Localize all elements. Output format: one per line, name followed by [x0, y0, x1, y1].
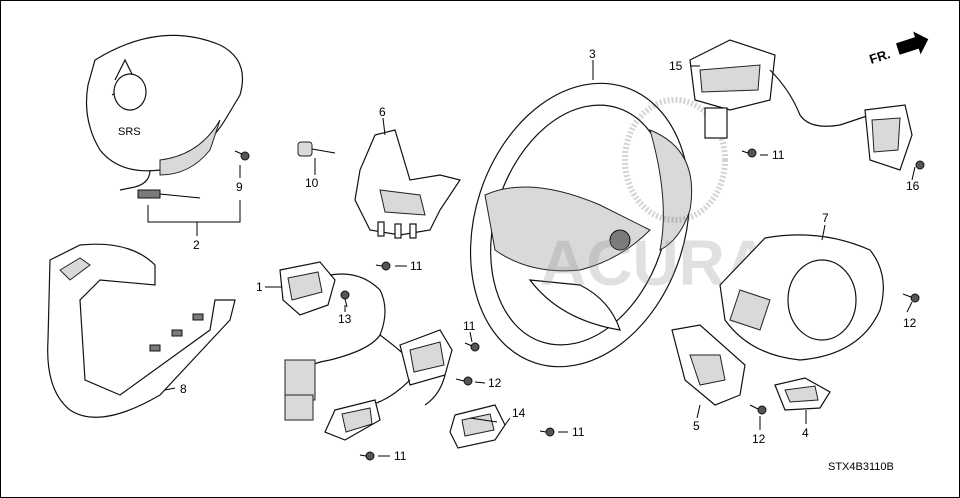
- cruise-switch-assembly: [689, 39, 913, 171]
- steering-garnish: [47, 243, 236, 418]
- callout-7: 7: [822, 211, 829, 225]
- callout-13: 13: [338, 312, 352, 326]
- callout-3: 3: [589, 47, 596, 61]
- bracket-assembly: [354, 129, 461, 239]
- audio-switch-assembly: [279, 261, 411, 421]
- callout-1: 1: [256, 280, 263, 294]
- callout-11-c: 11: [572, 425, 585, 439]
- airbag-module: SRS: [85, 34, 244, 199]
- cover-4: [774, 377, 831, 411]
- callout-11-d: 11: [394, 449, 407, 463]
- airbag-badge-text: SRS: [118, 126, 141, 138]
- callout-12-c: 12: [752, 432, 766, 446]
- callout-16: 16: [906, 179, 920, 193]
- front-label: FR.: [867, 46, 892, 67]
- callout-4: 4: [802, 426, 809, 440]
- front-arrow-icon: [895, 31, 929, 55]
- callout-11-a: 11: [410, 259, 423, 273]
- harness-connectors: [324, 329, 453, 441]
- callout-5: 5: [693, 419, 700, 433]
- diagram-code: STX4B3110B: [828, 461, 894, 473]
- callout-9: 9: [236, 180, 243, 194]
- callout-10: 10: [305, 176, 319, 190]
- callout-11-b: 11: [463, 319, 476, 333]
- callout-15: 15: [669, 59, 683, 73]
- paddle-switch-14: [449, 404, 506, 449]
- callout-8: 8: [180, 382, 187, 396]
- fastener-bolts: [234, 148, 925, 461]
- callout-6: 6: [379, 105, 386, 119]
- steering-column-cover: [719, 234, 884, 361]
- callout-12-b: 12: [903, 316, 917, 330]
- front-direction-indicator: FR.: [867, 31, 929, 67]
- leader-lines: [147, 60, 916, 457]
- callout-2: 2: [193, 238, 200, 252]
- bolt-10: [297, 141, 336, 157]
- callout-12-a: 12: [488, 376, 502, 390]
- steering-wheel: [469, 82, 693, 368]
- callout-14: 14: [512, 406, 526, 420]
- lower-garnish-5: [671, 324, 746, 406]
- callout-11-e: 11: [772, 148, 785, 162]
